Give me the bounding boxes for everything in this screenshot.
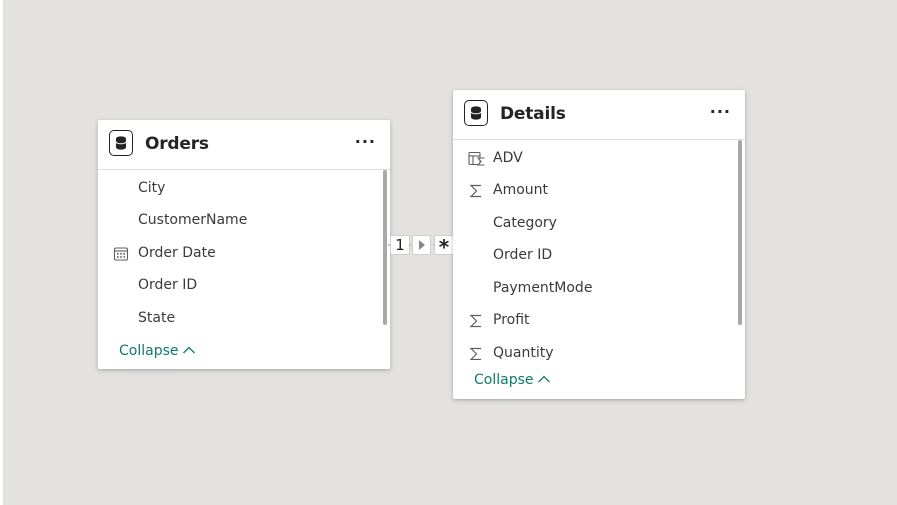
canvas-left-edge bbox=[0, 0, 3, 505]
orders-field-list: City CustomerName Order Date Ord bbox=[98, 170, 390, 369]
field-row[interactable]: City bbox=[98, 173, 390, 205]
field-row[interactable]: ADV bbox=[453, 143, 745, 175]
cardinality-many-label: * bbox=[438, 235, 450, 259]
field-label: Quantity bbox=[493, 345, 554, 360]
sigma-icon bbox=[468, 183, 484, 199]
details-table-title: Details bbox=[500, 104, 566, 124]
field-row[interactable]: Quantity bbox=[453, 338, 745, 360]
cardinality-many: * bbox=[434, 235, 454, 259]
calendar-icon bbox=[113, 246, 129, 262]
field-row[interactable]: Order Date bbox=[98, 238, 390, 270]
orders-table-header[interactable]: Orders ··· bbox=[98, 120, 390, 170]
field-row[interactable]: Profit bbox=[453, 305, 745, 337]
field-label: Amount bbox=[493, 182, 549, 198]
details-table-header[interactable]: Details ··· bbox=[453, 90, 745, 140]
field-label: Order Date bbox=[138, 245, 216, 261]
collapse-button[interactable]: Collapse bbox=[474, 372, 551, 388]
collapse-label: Collapse bbox=[119, 343, 179, 359]
collapse-label: Collapse bbox=[474, 372, 534, 388]
orders-table-title: Orders bbox=[145, 134, 209, 154]
field-label: Profit bbox=[493, 312, 530, 328]
details-field-list: ADV Amount Category Order ID PaymentMode… bbox=[453, 140, 745, 399]
chevron-up-icon bbox=[182, 343, 196, 359]
field-row[interactable]: Category bbox=[453, 208, 745, 240]
relationship-line[interactable]: 1 * bbox=[388, 233, 456, 257]
field-label: Category bbox=[493, 215, 557, 231]
field-row[interactable]: Order ID bbox=[98, 270, 390, 302]
field-row[interactable]: Amount bbox=[453, 175, 745, 207]
more-options-icon[interactable]: ··· bbox=[354, 132, 376, 151]
chevron-up-icon bbox=[537, 372, 551, 388]
field-label: City bbox=[138, 180, 166, 196]
cardinality-one: 1 bbox=[390, 235, 410, 255]
table-database-icon bbox=[109, 130, 133, 156]
calculated-table-icon bbox=[468, 151, 485, 167]
field-row[interactable]: State bbox=[98, 303, 390, 335]
scrollbar[interactable] bbox=[738, 140, 742, 325]
filter-direction-arrow-icon bbox=[412, 235, 431, 255]
field-row[interactable]: Order ID bbox=[453, 240, 745, 272]
field-label: ADV bbox=[493, 150, 523, 166]
sigma-icon bbox=[468, 346, 484, 360]
field-label: Order ID bbox=[493, 247, 553, 263]
orders-table-card[interactable]: Orders ··· City CustomerName bbox=[98, 120, 390, 369]
sigma-icon bbox=[468, 313, 484, 329]
cardinality-one-label: 1 bbox=[395, 236, 405, 254]
more-options-icon[interactable]: ··· bbox=[709, 102, 731, 121]
details-table-card[interactable]: Details ··· ADV Amount Category bbox=[453, 90, 745, 399]
collapse-button[interactable]: Collapse bbox=[119, 343, 196, 359]
field-label: CustomerName bbox=[138, 212, 248, 228]
field-label: State bbox=[138, 310, 176, 326]
field-label: PaymentMode bbox=[493, 280, 593, 296]
field-row[interactable]: CustomerName bbox=[98, 205, 390, 237]
field-label: Order ID bbox=[138, 277, 198, 293]
scrollbar[interactable] bbox=[383, 170, 387, 325]
table-database-icon bbox=[464, 100, 488, 126]
field-row[interactable]: PaymentMode bbox=[453, 273, 745, 305]
